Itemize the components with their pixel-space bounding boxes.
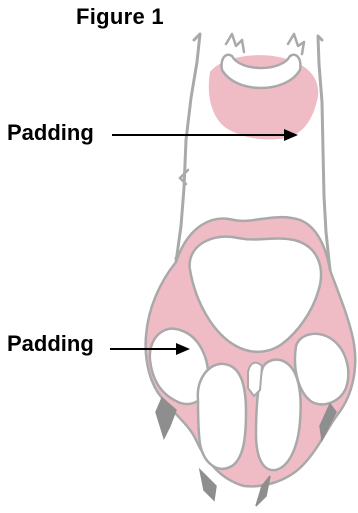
toe-pad-center-split (248, 363, 262, 396)
padding-label-top: Padding (7, 120, 94, 146)
toe-pad-inner-left (198, 364, 246, 469)
padding-label-bottom: Padding (7, 331, 94, 357)
fur-tufts-top (226, 34, 304, 54)
leg-outline-right (318, 36, 330, 270)
claw-left (200, 470, 216, 500)
